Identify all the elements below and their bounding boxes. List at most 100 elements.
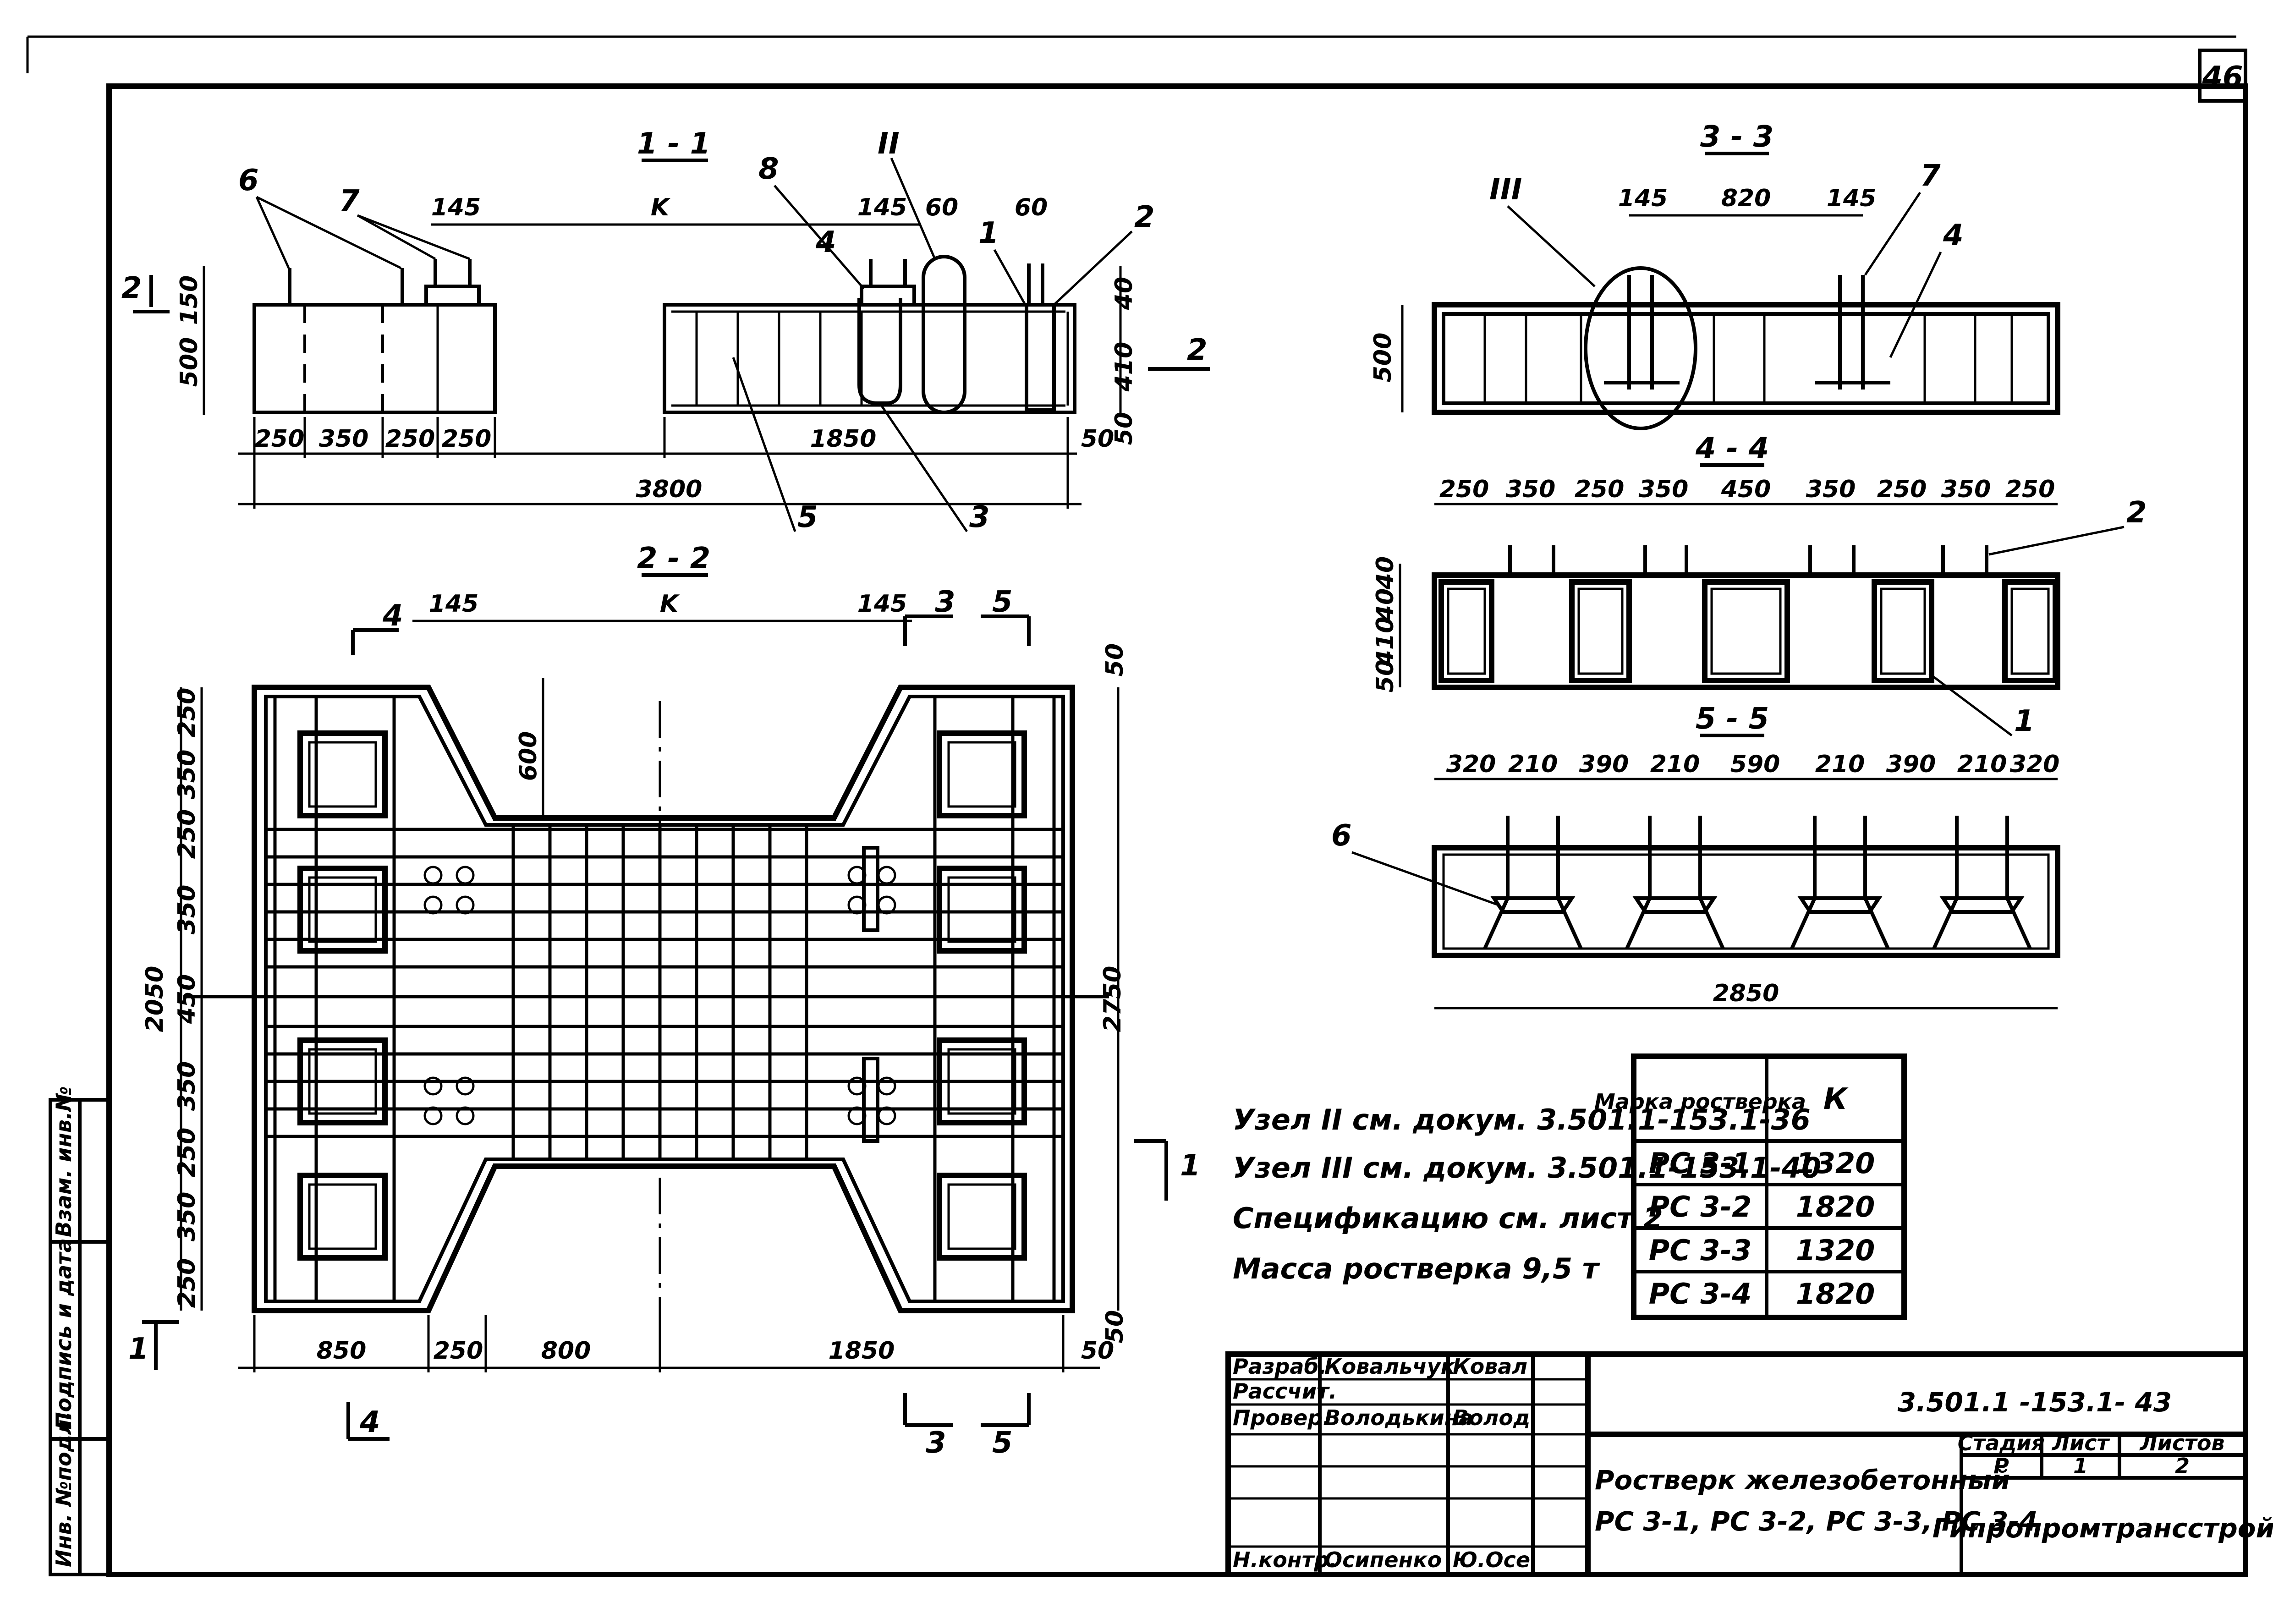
s22-cut-3-top: 3 [935,585,955,619]
tb-stage-header: Стадия [1958,1431,2045,1455]
tb-sign-3: Волод [1453,1405,1530,1430]
s55-dim-t4: 210 [1650,751,1700,778]
s11-callout-4: 4 [815,225,836,259]
mark-table-r4-mark: РС 3-4 [1649,1277,1752,1311]
s55-dim-t7: 390 [1886,751,1936,778]
tb-name-1: Ковальчук [1324,1354,1456,1379]
s22-dim-l2: 350 [173,750,201,800]
s55-dim-total: 2850 [1713,980,1779,1007]
section-4-4-title: 4 - 4 [1695,432,1769,466]
s11-dim-l1: 150 [176,275,203,325]
s11-stirrups [695,312,1069,406]
side-label-vzam: Взам. инв.№ [51,1086,76,1237]
mark-table-r1-mark: РС 3-1 [1649,1147,1752,1180]
s22-cut-1-left: 1 [128,1332,149,1366]
side-label-inv: Инв. №подл. [51,1411,76,1567]
s44-dim-l3: 410 [1372,617,1399,667]
s22-pile-cells [297,730,1027,1261]
s22-dim-total-right: 2750 [1099,966,1126,1032]
s11-callout-6: 6 [238,164,259,198]
s44-dim-l2: 40 [1372,588,1399,622]
s44-dim-t1: 250 [1439,476,1489,503]
s11-callout-3: 3 [969,500,990,534]
note-3: Спецификацию см. лист 2 [1233,1202,1663,1235]
mark-table-r3-mark: РС 3-3 [1649,1234,1752,1267]
mark-table-r3-k: 1320 [1796,1234,1875,1267]
mark-table-r2-k: 1820 [1796,1190,1875,1223]
s22-dim-t1: 145 [429,590,479,618]
s11-dim-b5: 1850 [810,425,877,453]
s44-dim-t6: 350 [1806,476,1856,503]
s11-dim-t2: 145 [857,194,907,221]
s22-dim-l3: 250 [173,809,201,859]
s11-dim-b4: 250 [442,425,492,453]
s11-callout-II: II [878,127,900,161]
s55-dim-t3: 390 [1579,751,1629,778]
s11-dim-r2: 410 [1110,342,1138,392]
s22-cut-5-top: 5 [992,585,1013,619]
s11-dim-t1: 145 [431,194,481,221]
mark-table-r4-k: 1820 [1796,1277,1875,1311]
s11-callout-1: 1 [978,216,999,250]
section-2-2: 2 - 2 [128,542,1201,1460]
s11-callout-7: 7 [339,184,360,218]
s22-anchor-bolts [423,846,896,1143]
s11-dim-t4: 60 [1015,194,1048,221]
mark-table-header-k: К [1823,1082,1849,1116]
s33-callout-4: 4 [1943,219,1964,252]
s33-dim-t1: 145 [1618,185,1668,212]
s44-dim-t9: 250 [2005,476,2055,503]
s11-callout-5: 5 [797,500,818,534]
s22-dim-tk: K [660,590,680,618]
s22-dim-b3: 800 [541,1337,591,1365]
s55-callout-6: 6 [1331,819,1352,853]
s22-dim-l9: 250 [173,1258,201,1308]
s11-dim-r1: 40 [1110,277,1138,310]
tb-name-7: Осипенко [1324,1547,1442,1572]
section-5-5-title: 5 - 5 [1696,702,1769,736]
s11-callout-8: 8 [758,152,779,186]
tb-title-line2: РС 3-1, РС 3-2, РС 3-3, РС 3-4 [1595,1506,2038,1537]
tb-sheets: 2 [2175,1454,2190,1478]
s44-dim-t8: 350 [1941,476,1991,503]
mark-table-r2-mark: РС 3-2 [1649,1190,1752,1223]
s22-cut-4-bottom: 4 [359,1405,380,1439]
s11-dim-r3: 50 [1110,412,1138,445]
mark-table-header-mark: Марка ростверка [1594,1089,1806,1114]
section-4-4: 4 - 4 250 350 250 350 450 350 250 350 25… [1372,432,2147,738]
tb-sheet-header: Лист [2051,1431,2110,1455]
s33-dim-t2: 820 [1721,185,1771,212]
s44-dim-l1: 40 [1372,556,1399,590]
s33-dim-l: 500 [1369,333,1397,383]
tb-doc-code: 3.501.1 -153.1- 43 [1898,1387,2172,1418]
tb-org: Гипропромтрансстрой [1933,1513,2273,1544]
s11-dim-t3: 60 [925,194,958,221]
s22-cut-3-bottom: 3 [926,1426,946,1460]
s44-anchors [1508,545,1988,575]
s22-dim-l8: 350 [173,1192,201,1242]
mark-table: Марка ростверка К РС 3-1 1320 РС 3-2 182… [1594,1053,1907,1320]
s44-dim-t4: 350 [1639,476,1689,503]
notes: Узел II см. докум. 3.501.1-153.1-36 Узел… [1233,1103,1821,1285]
s55-dim-t1: 320 [1446,751,1496,778]
tb-sign-7: Ю.Осе [1453,1547,1530,1572]
s55-dim-t9: 320 [2010,751,2060,778]
s22-dim-t2: 145 [857,590,907,618]
s44-dim-t7: 250 [1877,476,1927,503]
s11-dim-b1: 250 [255,425,305,453]
tb-title-line1: Ростверк железобетонный [1595,1465,2010,1496]
note-1: Узел II см. докум. 3.501.1-153.1-36 [1233,1103,1811,1136]
s22-dim-600: 600 [515,731,542,781]
s22-dim-r-top: 50 [1101,643,1129,676]
section-3-3: 3 - 3 145 820 145 500 III 7 4 [1369,120,2060,430]
s22-dim-b1: 850 [317,1337,367,1365]
s22-dim-l5: 450 [173,974,201,1025]
s55-frames [1483,816,2032,949]
mark-table-r1-k: 1320 [1796,1147,1875,1180]
s22-dim-l7: 250 [173,1128,201,1178]
s55-dim-t5: 590 [1730,751,1780,778]
tb-name-3: Володькина [1324,1405,1473,1430]
s33-callout-7: 7 [1920,159,1941,193]
s11-dim-b3: 250 [385,425,435,453]
s55-dim-t2: 210 [1508,751,1558,778]
